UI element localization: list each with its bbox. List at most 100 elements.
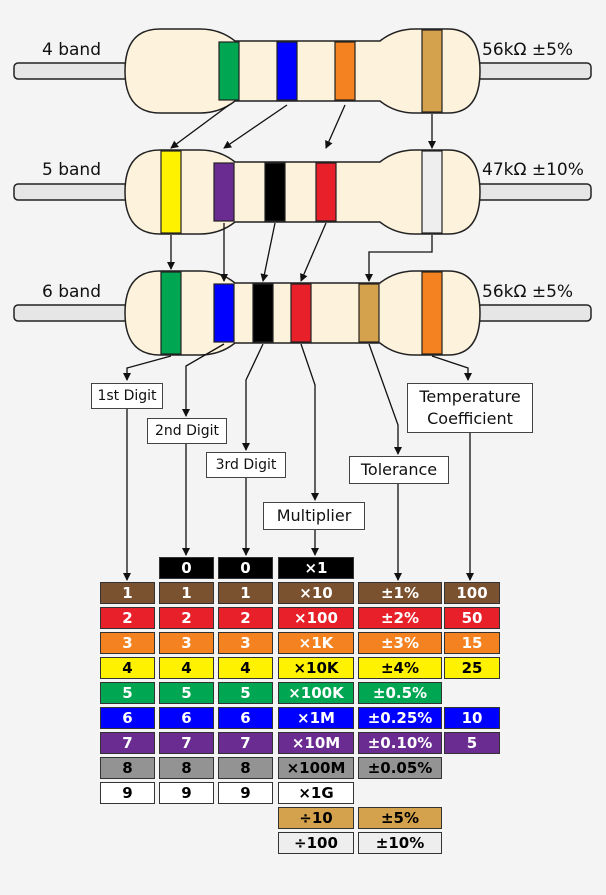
connector-arrow: [365, 235, 433, 282]
resistor-body: [124, 28, 481, 114]
multiplier-cell: ×1M: [278, 707, 354, 729]
color-band-blue: [276, 41, 298, 101]
multiplier-cell: ×1G: [278, 782, 354, 804]
color-band-red: [290, 283, 312, 343]
first-digit-cell: 7: [100, 732, 155, 754]
connector-arrow: [300, 343, 319, 501]
tolerance-cell: ±1%: [358, 582, 442, 604]
tolerance-cell: ±2%: [358, 607, 442, 629]
color-band-green: [218, 41, 240, 101]
third-digit-cell: 3: [218, 632, 273, 654]
caption-multiplier: Multiplier: [263, 502, 365, 530]
tolerance-cell: ±0.05%: [358, 757, 442, 779]
first-digit-cell: 5: [100, 682, 155, 704]
second-digit-cell: 5: [159, 682, 214, 704]
multiplier-cell: ×100: [278, 607, 354, 629]
second-digit-cell: 8: [159, 757, 214, 779]
connector-arrow: [300, 222, 327, 282]
multiplier-cell: ×100K: [278, 682, 354, 704]
multiplier-cell: ×1K: [278, 632, 354, 654]
color-band-gold: [421, 29, 443, 113]
third-digit-cell: 0: [218, 557, 273, 579]
third-digit-cell: 1: [218, 582, 273, 604]
tempco-cell: 50: [444, 607, 500, 629]
connector-arrow: [260, 222, 276, 282]
connector-arrow: [182, 343, 225, 417]
multiplier-cell: ×10K: [278, 657, 354, 679]
second-digit-cell: 0: [159, 557, 214, 579]
connector-arrow: [242, 343, 264, 451]
label-5-band: 5 band: [42, 160, 101, 180]
caption-second-digit: 2nd Digit: [147, 418, 227, 444]
caption-tempco-line1: Temperature: [419, 387, 521, 406]
multiplier-cell: ×1: [278, 557, 354, 579]
caption-tempco-line2: Coefficient: [427, 409, 513, 428]
color-band-orange: [421, 271, 443, 355]
multiplier-cell: ×10: [278, 582, 354, 604]
second-digit-cell: 3: [159, 632, 214, 654]
tolerance-cell: ±3%: [358, 632, 442, 654]
connector-arrow: [325, 104, 346, 149]
tolerance-cell: ±0.5%: [358, 682, 442, 704]
second-digit-cell: 4: [159, 657, 214, 679]
color-band-green: [160, 271, 182, 355]
multiplier-cell: ×100M: [278, 757, 354, 779]
connector-arrow: [431, 355, 472, 381]
tolerance-cell: ±4%: [358, 657, 442, 679]
first-digit-cell: 3: [100, 632, 155, 654]
value-5-band: 47kΩ ±10%: [482, 160, 584, 180]
color-band-black: [264, 162, 286, 222]
multiplier-cell: ×10M: [278, 732, 354, 754]
tempco-cell: 10: [444, 707, 500, 729]
color-band-yellow: [160, 150, 182, 234]
color-band-black: [252, 283, 274, 343]
tolerance-cell: ±5%: [358, 807, 442, 829]
tempco-cell: 15: [444, 632, 500, 654]
caption-temperature-coefficient: Temperature Coefficient: [407, 383, 533, 433]
first-digit-cell: 2: [100, 607, 155, 629]
third-digit-cell: 9: [218, 782, 273, 804]
third-digit-cell: 8: [218, 757, 273, 779]
tolerance-cell: ±10%: [358, 832, 442, 854]
connector-arrow: [170, 104, 230, 149]
caption-tolerance: Tolerance: [349, 456, 449, 484]
second-digit-cell: 1: [159, 582, 214, 604]
connector-arrow: [368, 343, 402, 455]
second-digit-cell: 9: [159, 782, 214, 804]
multiplier-cell: ÷100: [278, 832, 354, 854]
multiplier-cell: ÷10: [278, 807, 354, 829]
second-digit-cell: 7: [159, 732, 214, 754]
third-digit-cell: 7: [218, 732, 273, 754]
color-band-orange: [334, 41, 356, 101]
third-digit-cell: 4: [218, 657, 273, 679]
label-4-band: 4 band: [42, 40, 101, 60]
connector-arrow: [223, 104, 288, 149]
first-digit-cell: 4: [100, 657, 155, 679]
tempco-cell: 5: [444, 732, 500, 754]
first-digit-cell: 8: [100, 757, 155, 779]
third-digit-cell: 2: [218, 607, 273, 629]
connector-arrow: [123, 355, 172, 381]
second-digit-cell: 2: [159, 607, 214, 629]
first-digit-cell: 6: [100, 707, 155, 729]
third-digit-cell: 5: [218, 682, 273, 704]
tolerance-cell: ±0.25%: [358, 707, 442, 729]
third-digit-cell: 6: [218, 707, 273, 729]
caption-first-digit: 1st Digit: [91, 383, 163, 409]
color-band-gold: [358, 283, 380, 343]
color-band-red: [315, 162, 337, 222]
value-4-band: 56kΩ ±5%: [482, 40, 574, 60]
tempco-cell: 100: [444, 582, 500, 604]
color-band-blue: [213, 283, 235, 343]
color-band-silver: [421, 150, 443, 234]
tempco-cell: 25: [444, 657, 500, 679]
value-6-band: 56kΩ ±5%: [482, 282, 574, 302]
first-digit-cell: 1: [100, 582, 155, 604]
first-digit-cell: 9: [100, 782, 155, 804]
label-6-band: 6 band: [42, 282, 101, 302]
color-band-violet: [213, 162, 235, 222]
second-digit-cell: 6: [159, 707, 214, 729]
caption-third-digit: 3rd Digit: [206, 452, 286, 478]
